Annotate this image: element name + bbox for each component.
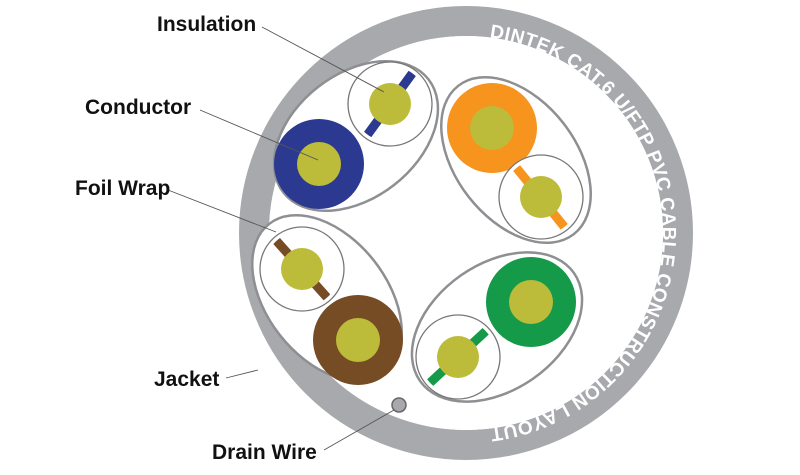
- green-conductor: [509, 280, 553, 324]
- blue-conductor: [297, 142, 341, 186]
- brown-white-conductor: [281, 248, 323, 290]
- jacket-leader-line: [225, 369, 259, 379]
- pair-orange: [440, 75, 592, 245]
- pair-green: [410, 251, 584, 403]
- jacket-ring: [239, 6, 693, 460]
- drain-wire-label: Drain Wire: [212, 441, 317, 464]
- drain-wire: [391, 397, 407, 413]
- foil-wrap-label: Foil Wrap: [75, 177, 170, 200]
- pair-brown: [251, 213, 403, 385]
- insulation-label: Insulation: [157, 13, 256, 36]
- conductor-label: Conductor: [85, 96, 191, 119]
- orange-conductor: [470, 106, 514, 150]
- conductor-leader-line: [199, 109, 319, 161]
- jacket-label: Jacket: [154, 368, 219, 391]
- pair-blue: [272, 59, 440, 213]
- blue-white-conductor: [369, 83, 411, 125]
- insulation-leader-line: [261, 26, 385, 93]
- green-white-conductor: [437, 336, 479, 378]
- brown-conductor: [336, 318, 380, 362]
- orange-white-conductor: [520, 176, 562, 218]
- foil-wrap-leader-line: [167, 189, 277, 233]
- drain-wire-leader-line: [323, 409, 395, 451]
